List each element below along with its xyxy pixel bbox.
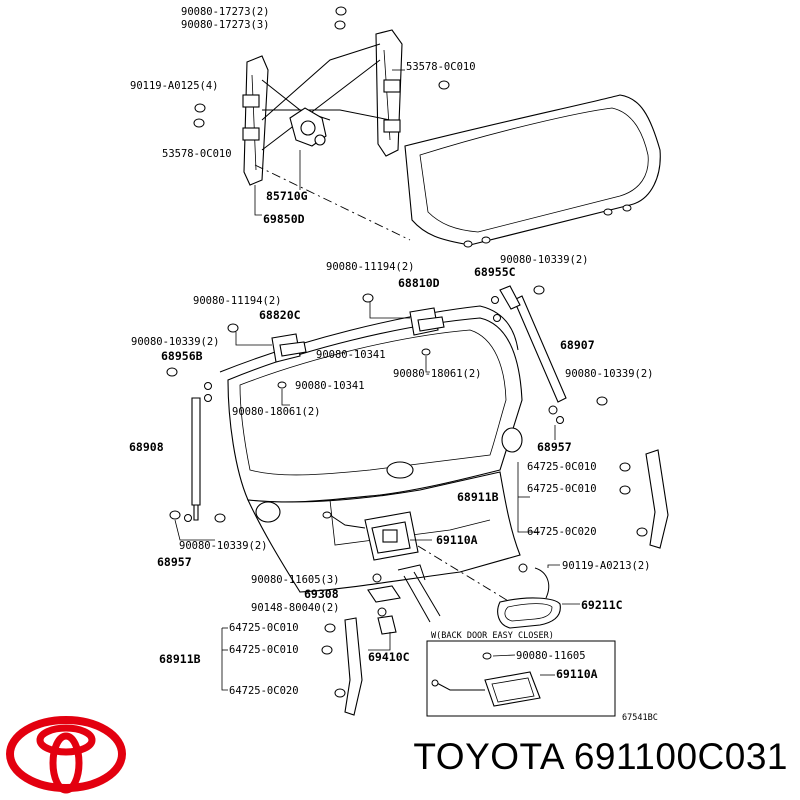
regulator-motor [289,107,327,147]
gas-struts [166,285,608,541]
label-90080-10341-a: 90080-10341 [316,349,386,361]
toyota-logo [6,716,126,794]
label-64725-0c010-r1: 64725-0C010 [527,461,597,473]
label-64725-0c020-left: 64725-0C020 [229,685,299,697]
label-68810d: 68810D [398,276,440,290]
label-68908: 68908 [129,440,164,454]
label-90080-18061-a: 90080-18061(2) [393,368,482,380]
label-90080-10341-b: 90080-10341 [295,380,365,392]
label-90080-11194-left: 90080-11194(2) [193,295,282,307]
label-53578-0c010-lower: 53578-0C010 [162,148,232,160]
label-68907: 68907 [560,338,595,352]
back-door-handle [497,563,580,629]
label-69211c: 69211C [581,598,623,612]
label-68820c: 68820C [259,308,301,322]
label-68956b: 68956B [161,349,203,363]
label-90080-10339-topright: 90080-10339(2) [500,254,589,266]
left-moulding [221,617,363,716]
label-69308: 69308 [304,587,339,601]
label-68911b-left: 68911B [159,652,201,666]
label-90119-a0213: 90119-A0213(2) [562,560,651,572]
easy-closer-inset [426,640,616,717]
label-90080-11194-top: 90080-11194(2) [326,261,415,273]
lower-items [367,573,401,651]
label-68955c: 68955C [474,265,516,279]
label-68957-right: 68957 [537,440,572,454]
brand-part-caption: TOYOTA 691100C031 [413,736,788,777]
label-90148-80040: 90148-80040(2) [251,602,340,614]
right-moulding [517,449,669,549]
label-64725-0c020-right: 64725-0C020 [527,526,597,538]
label-64725-0c010-r2: 64725-0C010 [527,483,597,495]
label-69410c: 69410C [368,650,410,664]
label-90080-17273-2: 90080-17273(2) [181,6,270,18]
label-64725-0c010-l2: 64725-0C010 [229,644,299,656]
upper-bolts [193,6,450,128]
label-90080-11605-3: 90080-11605(3) [251,574,340,586]
window-regulator-assembly [242,29,405,216]
door-lock-assembly [322,511,511,623]
label-69110a: 69110A [436,533,478,547]
label-64725-0c010-l1: 64725-0C010 [229,622,299,634]
label-85710g: 85710G [266,189,308,203]
label-90080-10339-left: 90080-10339(2) [131,336,220,348]
label-68911b-right: 68911B [457,490,499,504]
label-90080-10339-right: 90080-10339(2) [565,368,654,380]
diagram-ref-code: 67541BC [622,713,658,723]
label-53578-0c010-upper: 53578-0C010 [406,61,476,73]
back-window-glass [404,94,661,248]
label-69850d: 69850D [263,212,305,226]
label-69110a-inset: 69110A [556,667,598,681]
inset-title: W(BACK DOOR EASY CLOSER) [431,631,554,641]
label-90080-18061-b: 90080-18061(2) [232,406,321,418]
hinges [227,293,445,406]
part-number-labels: 90080-17273(2) 90080-17273(3) 53578-0C01… [129,6,658,723]
label-90080-17273-3: 90080-17273(3) [181,19,270,31]
label-90119-a0125: 90119-A0125(4) [130,80,219,92]
label-90080-10339-lowleft: 90080-10339(2) [179,540,268,552]
label-90080-11605: 90080-11605 [516,650,586,662]
label-68957-left: 68957 [157,555,192,569]
